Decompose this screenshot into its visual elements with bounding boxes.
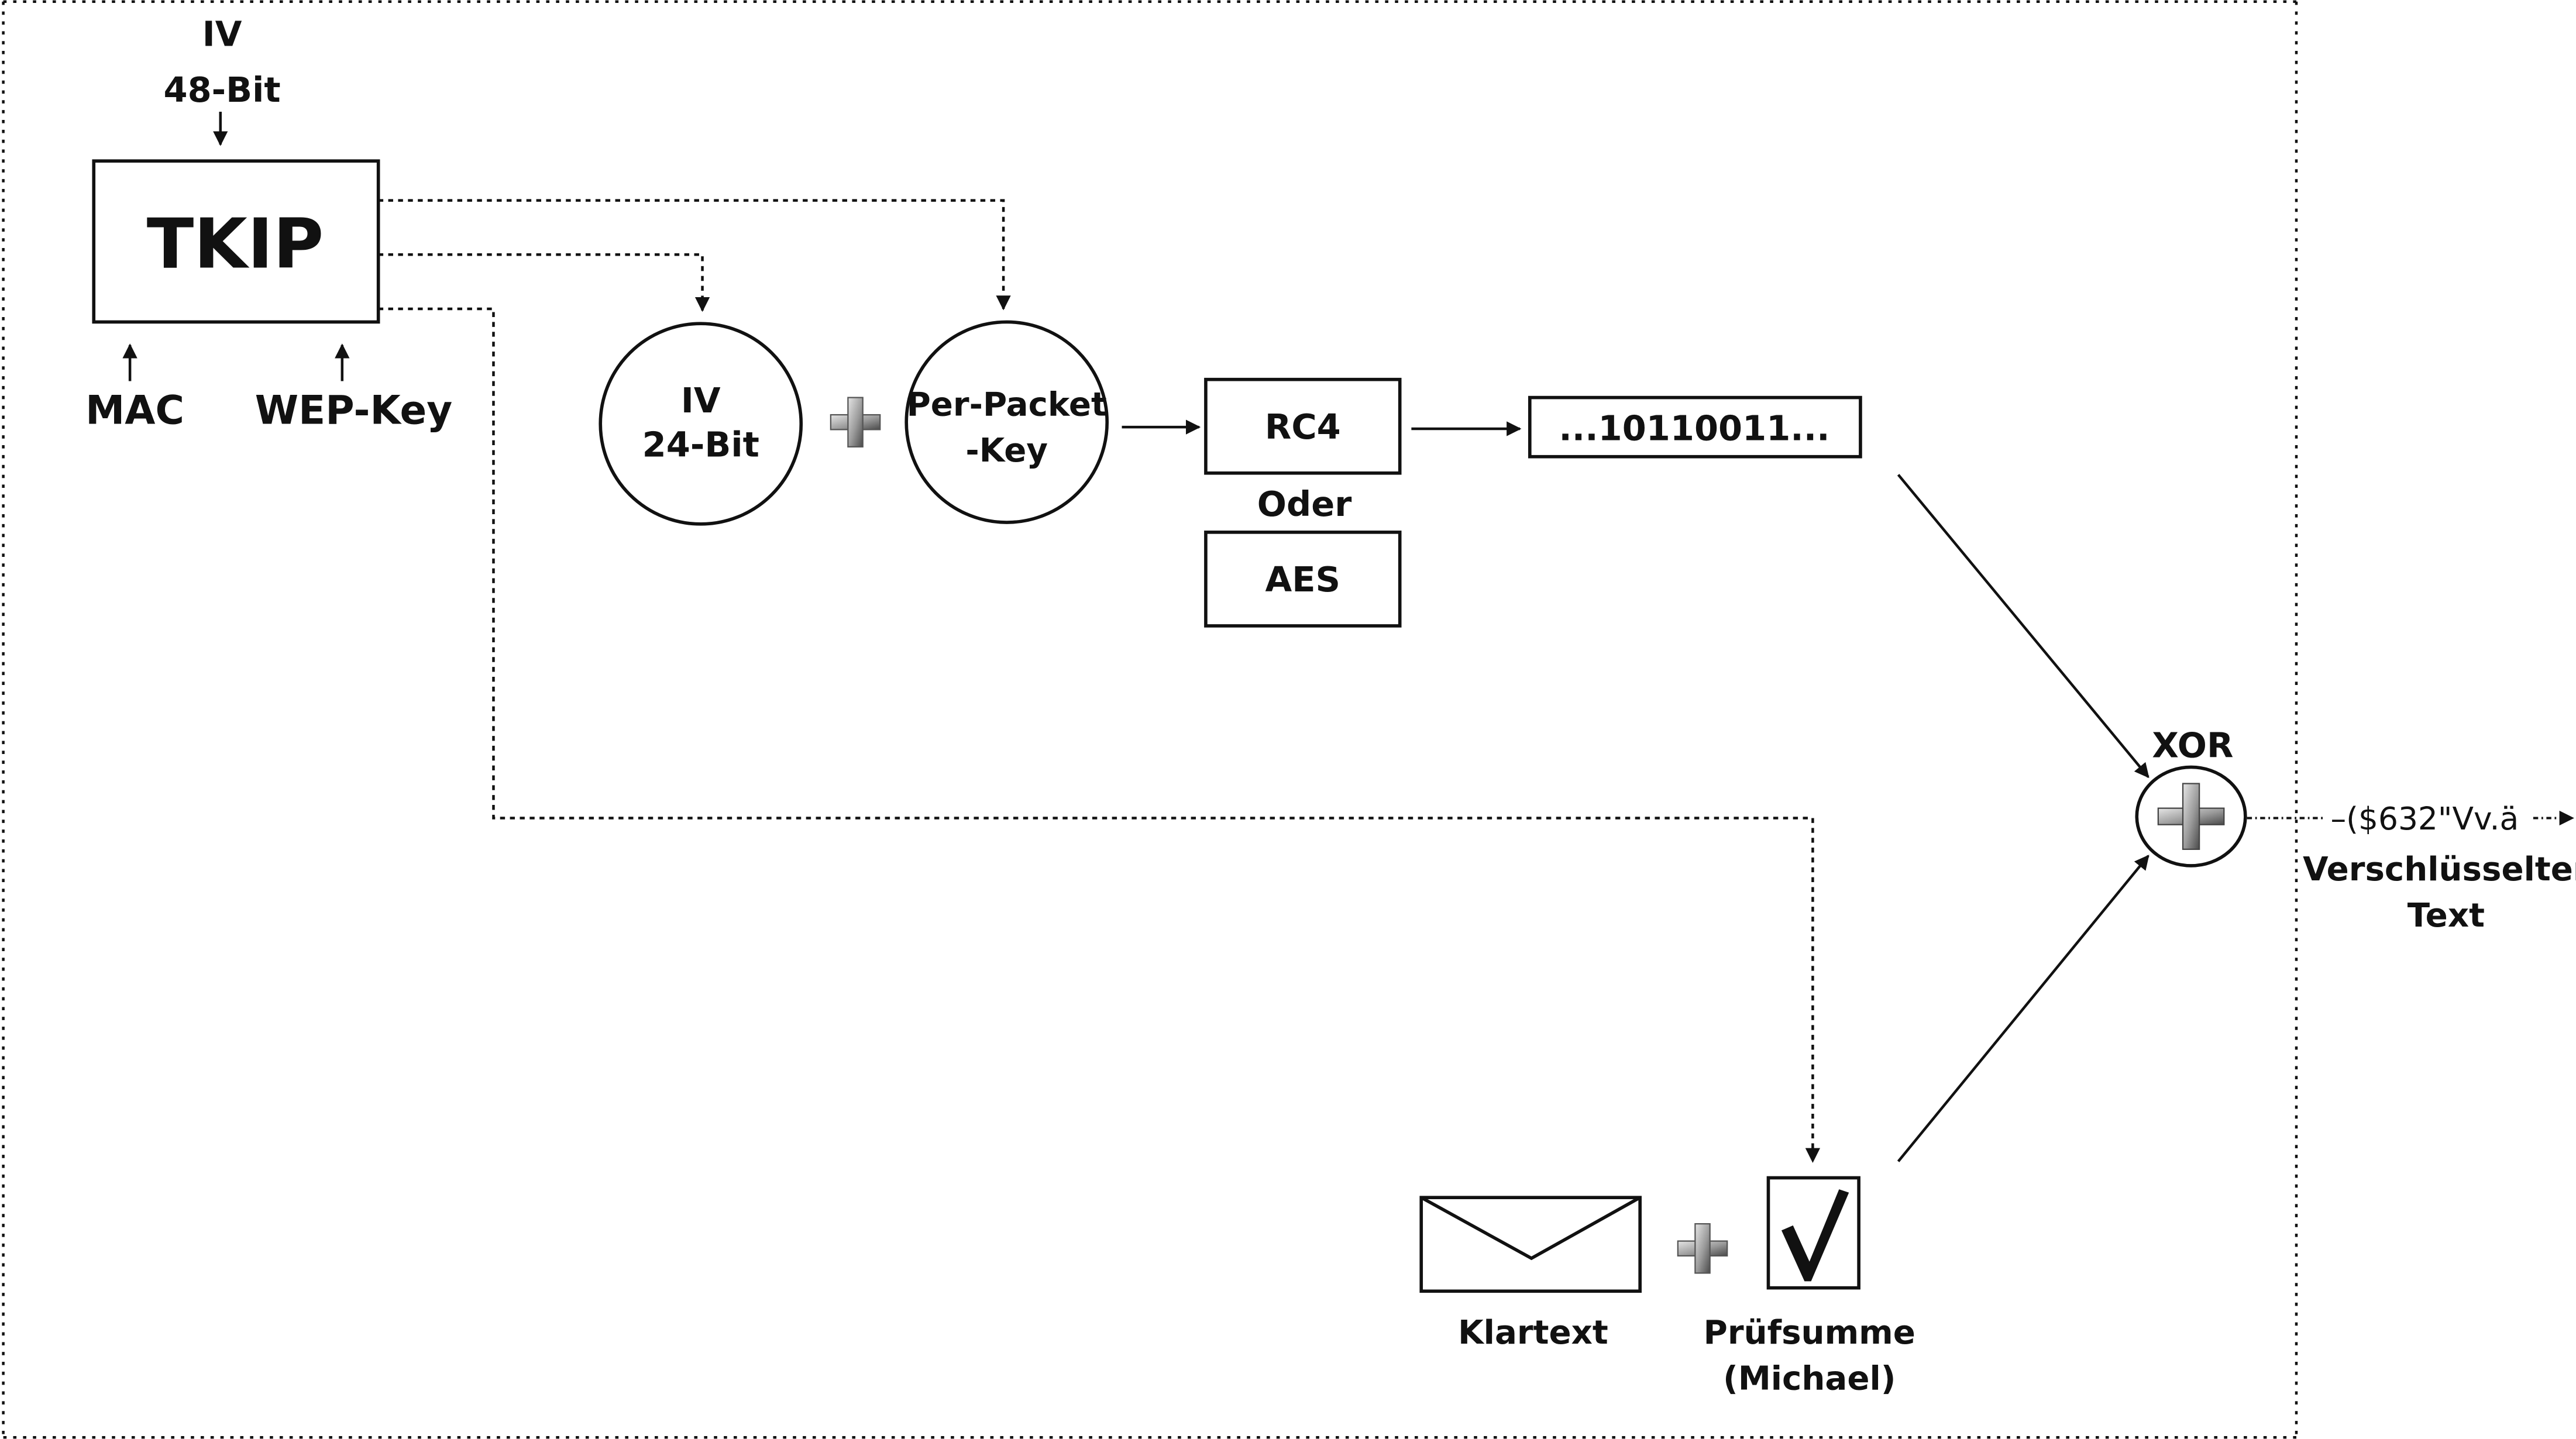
- oder-label: Oder: [1257, 484, 1352, 524]
- plus-icon: [830, 397, 881, 447]
- tkip-to-checksum-connector: [378, 307, 1821, 1163]
- per-packet-key-label-line2: -Key: [965, 432, 1048, 470]
- per-packet-key-circle: [904, 320, 1109, 524]
- tkip-to-per-packet-key-connector: [378, 199, 1011, 311]
- rc4-label: RC4: [1265, 407, 1341, 447]
- tkip-label: TKIP: [147, 204, 324, 284]
- checksum-label-line1: Prüfsumme: [1704, 1314, 1915, 1352]
- keystream-to-xor-arrow: [1897, 474, 2149, 779]
- checksum-to-xor-arrow: [1897, 855, 2149, 1162]
- output-label-line1: Verschlüsselter: [2303, 851, 2576, 889]
- envelope-icon: [1419, 1196, 1642, 1293]
- wep-key-label: WEP-Key: [255, 387, 453, 433]
- plus-icon: [1677, 1223, 1728, 1274]
- checksum-label-line2: (Michael): [1723, 1360, 1896, 1398]
- xor-plus-circle-icon: [2135, 765, 2247, 867]
- ciphertext-sample: –($632"Vv.ä: [2330, 800, 2519, 837]
- tkip-box: [92, 159, 380, 324]
- mac-label: MAC: [85, 387, 184, 433]
- keystream-box: [1528, 395, 1862, 459]
- rc4-box: [1204, 377, 1402, 475]
- iv48-label-line1: IV: [202, 14, 242, 54]
- iv24-circle: [599, 322, 803, 526]
- outer-frame: [2, 0, 2298, 1439]
- xor-label: XOR: [2152, 725, 2233, 766]
- output-label-line2: Text: [2408, 897, 2485, 935]
- aes-label: AES: [1265, 559, 1341, 600]
- tkip-to-iv24-connector: [378, 253, 710, 312]
- iv24-label-line1: IV: [681, 380, 721, 421]
- checkmark-icon: [1766, 1176, 1860, 1290]
- keystream-label: ...10110011...: [1559, 408, 1829, 449]
- plaintext-label: Klartext: [1458, 1314, 1608, 1352]
- iv48-label-line2: 48-Bit: [164, 70, 281, 110]
- per-packet-key-label-line1: Per-Packet: [907, 386, 1107, 424]
- iv24-label-line2: 24-Bit: [642, 425, 759, 465]
- aes-box: [1204, 531, 1402, 628]
